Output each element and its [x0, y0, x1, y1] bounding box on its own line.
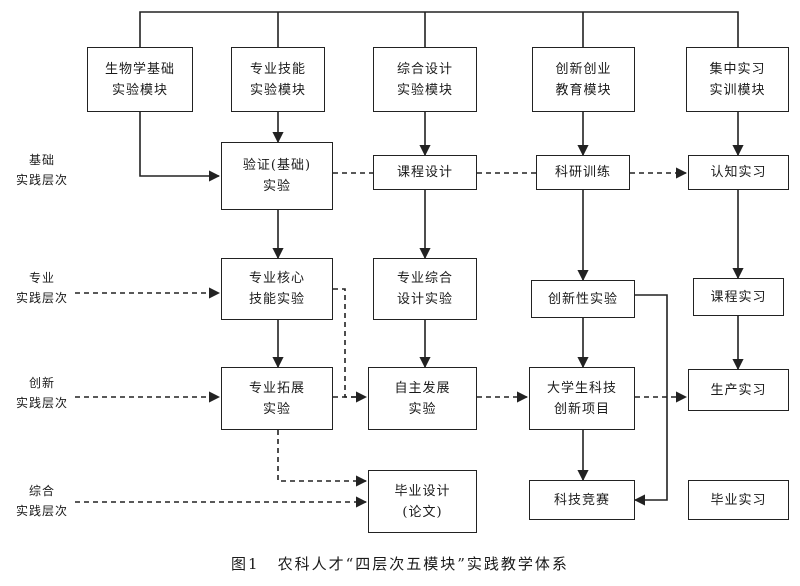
course-design-box: 课程设计: [373, 155, 477, 190]
major-design-experiment-box: 专业综合 设计实验: [373, 258, 477, 320]
student-innovation-project-box: 大学生科技 创新项目: [529, 367, 635, 430]
level-major-label: 专业 实践层次: [15, 271, 68, 305]
figure-caption: 图1 农科人才“四层次五模块”实践教学体系: [0, 553, 800, 574]
production-internship-box: 生产实习: [688, 369, 789, 411]
figure-number: 图1: [231, 555, 260, 573]
course-internship-box: 课程实习: [693, 278, 784, 316]
innovative-experiment-box: 创新性实验: [531, 280, 635, 318]
cognition-internship-box: 认知实习: [688, 155, 789, 190]
level-innovation-label: 创新 实践层次: [15, 376, 68, 410]
top-bus-line: [139, 11, 739, 47]
level-basic-label: 基础 实践层次: [15, 153, 68, 187]
bio-to-verify-arrow: [139, 112, 221, 182]
research-training-box: 科研训练: [536, 155, 630, 190]
extension-experiment-box: 专业拓展 实验: [221, 367, 333, 430]
core-skill-experiment-box: 专业核心 技能实验: [221, 258, 333, 320]
graduation-internship-box: 毕业实习: [688, 480, 789, 520]
module-bio-box: 生物学基础 实验模块: [87, 47, 193, 112]
level-comprehensive-label: 综合 实践层次: [15, 484, 68, 518]
verify-experiment-box: 验证(基础) 实验: [221, 142, 333, 210]
figure-caption-text: 农科人才“四层次五模块”实践教学体系: [277, 555, 569, 573]
graduation-thesis-box: 毕业设计 (论文): [368, 470, 477, 533]
self-development-experiment-box: 自主发展 实验: [368, 367, 477, 430]
module-internship-box: 集中实习 实训模块: [686, 47, 789, 112]
module-innovation-box: 创新创业 教育模块: [532, 47, 635, 112]
module-skill-box: 专业技能 实验模块: [231, 47, 325, 112]
module-design-box: 综合设计 实验模块: [373, 47, 477, 112]
tech-contest-box: 科技竞赛: [529, 480, 635, 520]
